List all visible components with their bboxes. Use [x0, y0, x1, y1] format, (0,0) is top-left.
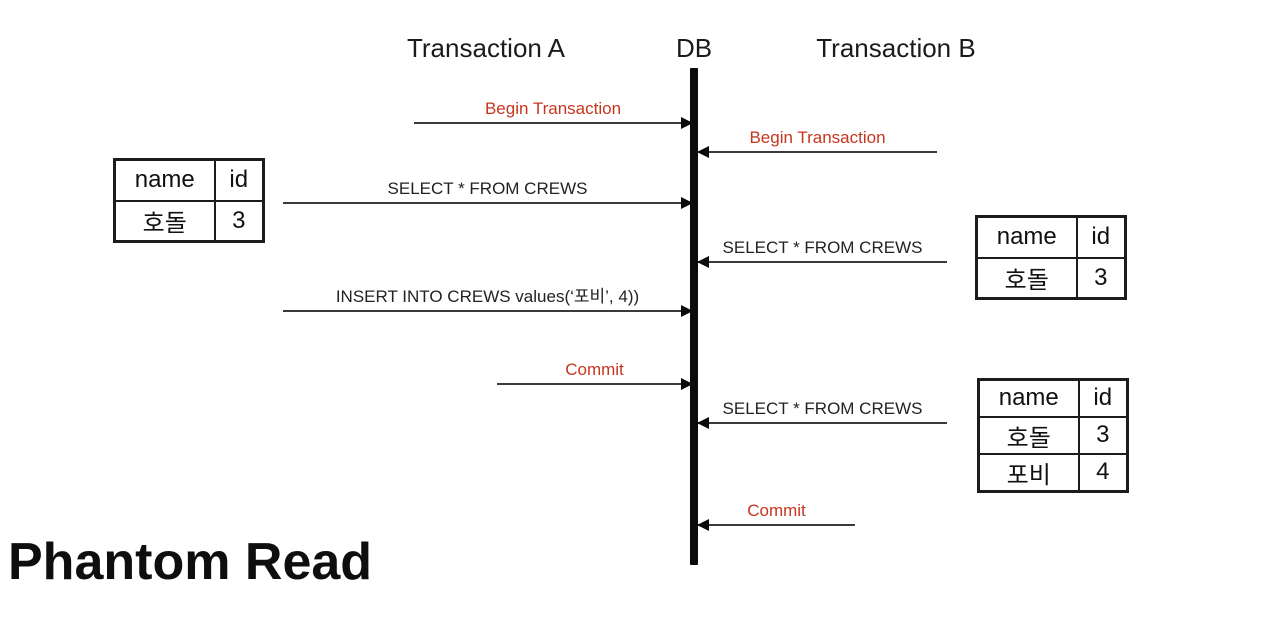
table-row: name id — [977, 378, 1129, 418]
lifeline-header-transaction-a: Transaction A — [406, 33, 565, 63]
message-label: Begin Transaction — [749, 128, 886, 147]
table-header-name: name — [113, 158, 216, 202]
arrow-line — [497, 383, 692, 385]
arrow-left-icon — [697, 146, 709, 158]
message-b-commit: Commit — [697, 499, 855, 539]
table-header-id: id — [1077, 378, 1129, 418]
arrow-line — [698, 422, 947, 424]
table-header-id: id — [1075, 215, 1127, 259]
arrow-left-icon — [697, 519, 709, 531]
table-cell-id: 3 — [213, 199, 265, 243]
arrow-line — [698, 261, 947, 263]
table-row: 호돌 3 — [113, 199, 265, 243]
message-b-select-crews-1: SELECT * FROM CREWS — [697, 236, 947, 276]
arrow-line — [698, 524, 855, 526]
table-cell-id: 4 — [1077, 452, 1129, 492]
arrow-right-icon — [681, 378, 693, 390]
message-label: Begin Transaction — [484, 99, 622, 118]
message-label: Commit — [565, 360, 624, 379]
table-cell-name: 호돌 — [113, 199, 216, 243]
table-row: 포비 4 — [977, 452, 1129, 492]
message-a-insert-crews: INSERT INTO CREWS values(‘포비’, 4)) — [283, 285, 693, 325]
table-header-name: name — [975, 215, 1078, 259]
message-a-select-crews: SELECT * FROM CREWS — [283, 177, 693, 217]
table-cell-name: 호돌 — [975, 256, 1078, 300]
message-label: SELECT * FROM CREWS — [722, 238, 923, 257]
db-lifeline-bar — [690, 68, 698, 565]
table-header-id: id — [213, 158, 265, 202]
message-b-begin-transaction: Begin Transaction — [697, 126, 937, 166]
result-table-a-select: name id 호돌 3 — [113, 158, 265, 243]
table-header-name: name — [977, 378, 1080, 418]
lifeline-header-transaction-b: Transaction B — [816, 33, 976, 63]
table-row: 호돌 3 — [977, 415, 1129, 455]
message-a-begin-transaction: Begin Transaction — [414, 97, 693, 137]
arrow-line — [698, 151, 937, 153]
result-table-b-select-2: name id 호돌 3 포비 4 — [977, 378, 1129, 493]
arrow-right-icon — [681, 305, 693, 317]
slide-caption-phantom-read: Phantom Read — [8, 533, 373, 591]
arrow-line — [283, 310, 692, 312]
table-cell-name: 호돌 — [977, 415, 1080, 455]
arrow-line — [414, 122, 692, 124]
arrow-left-icon — [697, 256, 709, 268]
table-row: name id — [113, 158, 265, 202]
message-label: SELECT * FROM CREWS — [722, 399, 923, 418]
table-cell-id: 3 — [1075, 256, 1127, 300]
table-cell-id: 3 — [1077, 415, 1129, 455]
arrow-right-icon — [681, 117, 693, 129]
message-label: SELECT * FROM CREWS — [387, 179, 588, 198]
arrow-line — [283, 202, 692, 204]
message-label: INSERT INTO CREWS values(‘포비’, 4)) — [335, 287, 640, 306]
table-cell-name: 포비 — [977, 452, 1080, 492]
message-label: Commit — [747, 501, 806, 520]
arrow-right-icon — [681, 197, 693, 209]
result-table-b-select-1: name id 호돌 3 — [975, 215, 1127, 300]
lifeline-header-db: DB — [675, 33, 713, 63]
table-row: name id — [975, 215, 1127, 259]
arrow-left-icon — [697, 417, 709, 429]
table-row: 호돌 3 — [975, 256, 1127, 300]
message-b-select-crews-2: SELECT * FROM CREWS — [697, 397, 947, 437]
message-a-commit: Commit — [497, 358, 693, 398]
